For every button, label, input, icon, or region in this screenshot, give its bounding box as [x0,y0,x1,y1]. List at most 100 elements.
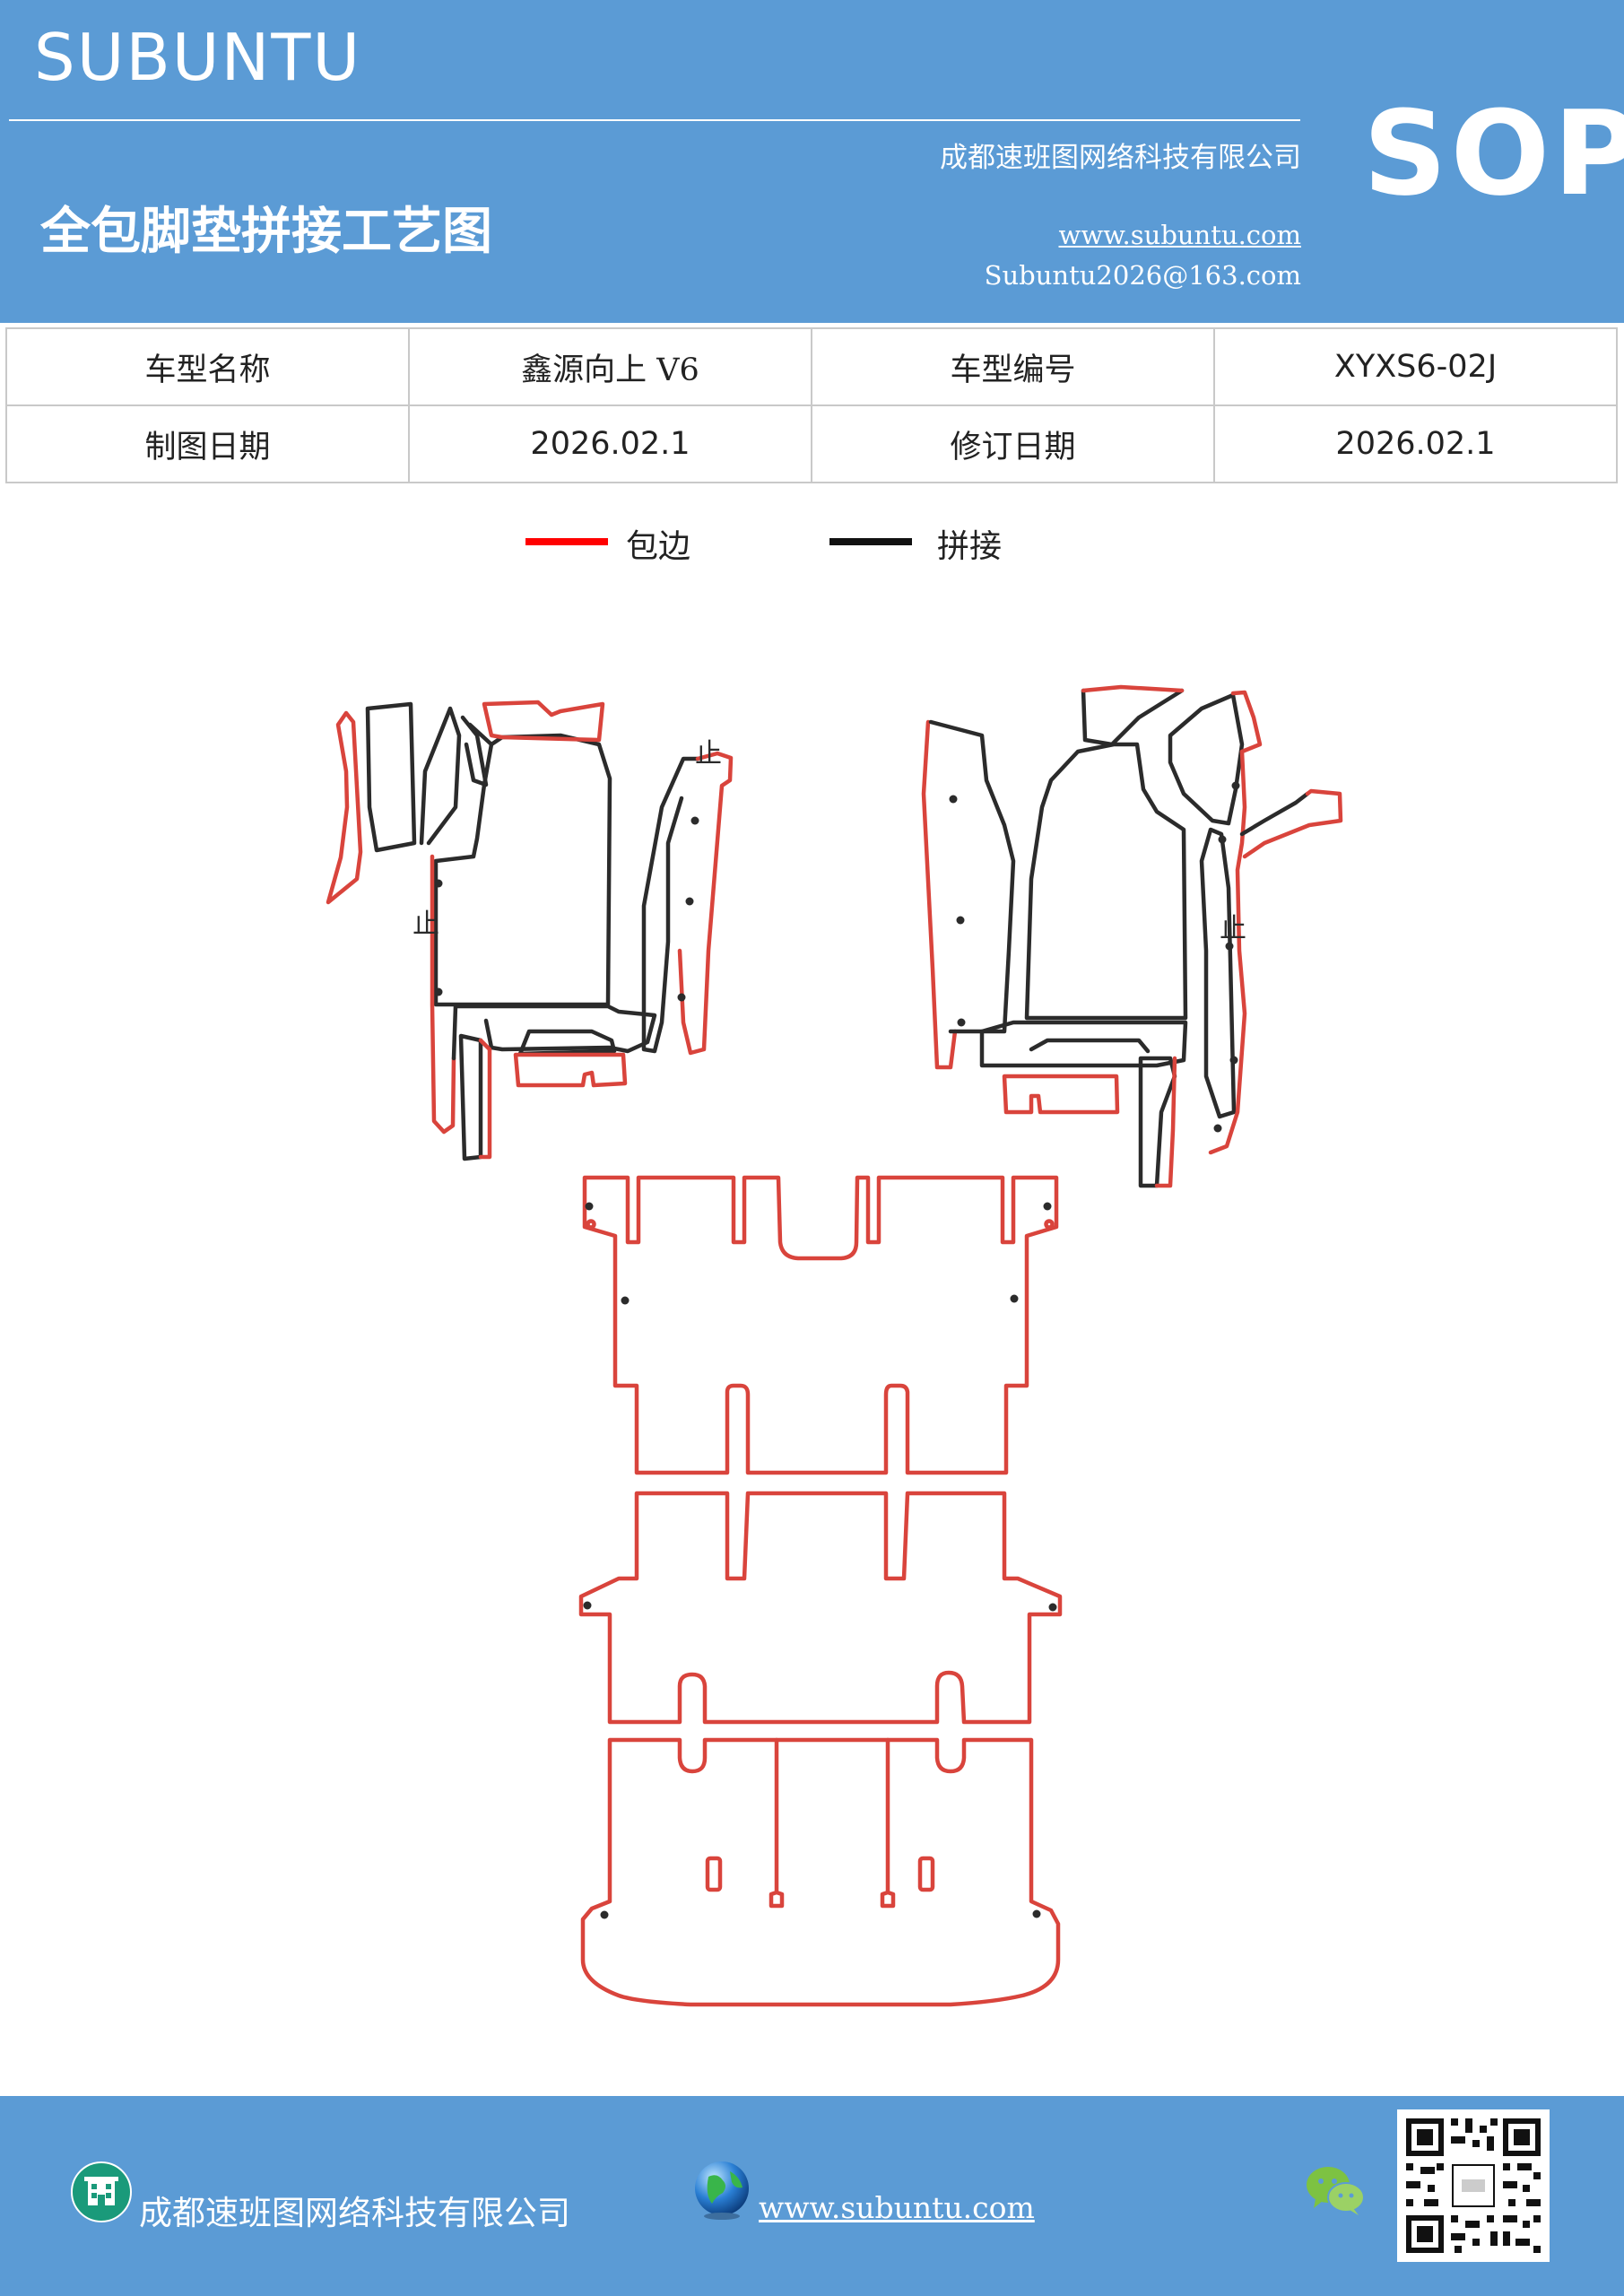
point-marker [1043,1202,1052,1211]
point-marker [1231,781,1240,790]
edge-outline [582,1175,1059,1475]
edge-outline [430,854,456,1135]
table-cell: 车型名称 [5,327,410,406]
point-marker [1044,1219,1055,1230]
edge-outline [580,1737,1061,2007]
edge-outline [1002,1074,1120,1115]
edge-outline [769,1737,785,1909]
point-marker [1229,1056,1238,1065]
seam-outline [1239,791,1310,837]
point-marker [690,816,699,825]
point-marker [1048,1603,1057,1612]
third-row-mat [578,1491,1063,1725]
header-divider [9,119,1300,121]
point-marker [1032,1909,1041,1918]
edge-outline [1081,684,1185,693]
point-marker [621,1296,630,1305]
point-marker [1225,942,1234,951]
point-marker [585,1202,594,1211]
wechat-icon [1307,2167,1365,2215]
seam-outline [419,706,462,846]
seam-outline [928,719,1016,1034]
legend-swatch-black [829,538,912,545]
table-cell: 制图日期 [5,404,410,483]
globe-icon [695,2161,749,2220]
document-title: 全包脚垫拼接工艺图 [40,202,492,261]
fixing-points [949,781,1240,1133]
edge-outline [326,710,363,905]
seam-outline [641,756,700,1054]
point-marker [677,993,686,1002]
point-marker [956,916,965,925]
qr-code-image [1406,2118,1541,2253]
edge-outline [705,1856,723,1892]
edge-outline [482,700,605,743]
table-cell: XYXS6-02J [1213,327,1618,406]
footer-company-name: 成都速班图网络科技有限公司 [139,2194,570,2232]
stop-marks: 止 止 止 [413,738,1246,944]
table-cell: 2026.02.1 [1213,404,1618,483]
point-marker [583,1601,592,1610]
edge-outline [677,751,734,1056]
point-marker [957,1018,966,1027]
table-row: 制图日期 2026.02.1 修订日期 2026.02.1 [5,404,1618,483]
legend-label: 拼接 [937,528,1003,565]
fixing-points [600,1909,1041,1919]
table-row: 车型名称 鑫源向上 V6 车型编号 XYXS6-02J [5,327,1618,406]
point-marker [434,987,443,996]
edge-outline [921,719,958,1070]
seam-outline [1029,1038,1151,1054]
seam-outline [1168,692,1245,826]
point-marker [1213,1124,1222,1133]
seam-outline [1081,688,1185,747]
header-banner: SUBUNTU 成都速班图网络科技有限公司 全包脚垫拼接工艺图 www.subu… [0,0,1624,323]
front-left-mat [326,700,734,1161]
website-link[interactable]: www.subuntu.com [1058,220,1301,250]
table-cell: 2026.02.1 [408,404,812,483]
rear-mat [580,1737,1061,2007]
company-name: 成都速班图网络科技有限公司 [940,142,1301,174]
edge-outline [1208,749,1247,1155]
footer-website-link[interactable]: www.subuntu.com [759,2190,1035,2225]
qr-code[interactable] [1397,2109,1550,2262]
point-marker [600,1910,609,1919]
footer-banner: 成都速班图网络科技有限公司 www.subuntu.com [0,2096,1624,2296]
table-cell: 车型编号 [811,327,1215,406]
seam-outline [365,701,417,853]
email-address: Subuntu2026@163.com [984,260,1301,291]
edge-outline [513,1052,628,1088]
floor-mat-diagram: 止 止 止 [326,684,1343,2007]
fixing-points [585,1202,1052,1305]
edge-outline [578,1491,1063,1725]
seam-outline [1138,1056,1177,1188]
brand-name: SUBUNTU [34,20,362,95]
point-marker [949,795,958,804]
seam-outline [458,1033,483,1161]
seam-outline [517,1029,617,1057]
stop-mark: 止 [695,738,722,770]
fixing-points [583,1601,1057,1612]
model-info-table: 车型名称 鑫源向上 V6 车型编号 XYXS6-02J 制图日期 2026.02… [5,327,1618,483]
point-marker [434,879,443,888]
edge-outline [1242,788,1343,859]
seam-outline [979,1020,1188,1068]
point-marker [1010,1294,1019,1303]
legend-swatch-red [525,538,608,545]
edge-outline [917,1856,935,1892]
edge-outline [1154,1056,1177,1188]
table-cell: 修订日期 [811,404,1215,483]
stop-mark: 止 [1220,913,1246,944]
point-marker [1218,835,1227,844]
edge-outline [478,1038,492,1160]
point-marker [586,1219,596,1230]
seam-outline [451,1004,657,1061]
seam-outline [433,722,612,1007]
building-icon [71,2161,132,2222]
second-row-mat [582,1175,1059,1475]
seam-outline [1024,742,1188,1021]
edge-outline [880,1737,896,1909]
edge-outline [1230,690,1263,754]
table-cell: 鑫源向上 V6 [408,327,812,406]
fixing-points [434,816,699,1002]
front-right-mat [921,684,1343,1188]
